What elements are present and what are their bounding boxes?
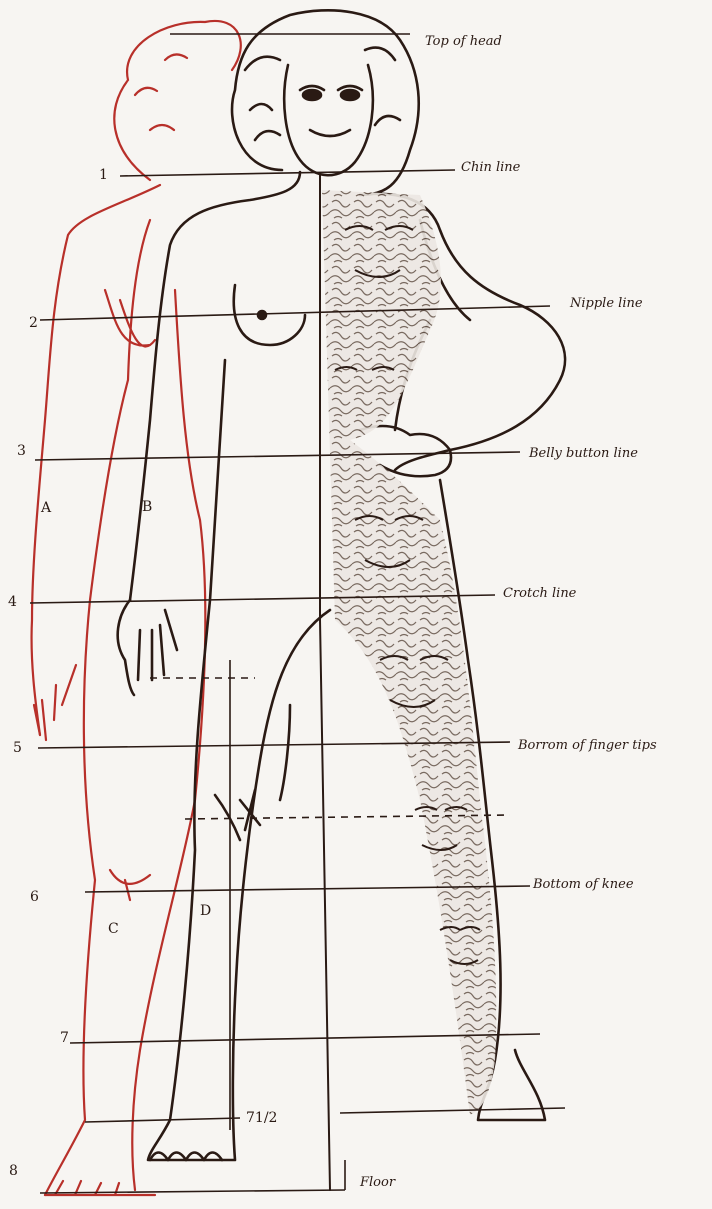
label-crotch-line: Crotch line	[503, 586, 576, 601]
unit-number-2: 2	[29, 315, 38, 331]
label-finger-tips: Borrom of finger tips	[518, 738, 657, 753]
segment-label-b: B	[142, 499, 152, 515]
guide-line-7-half	[85, 1118, 240, 1122]
face	[284, 65, 373, 175]
label-belly-button-line: Belly button line	[529, 446, 638, 461]
label-nipple-line: Nipple line	[570, 296, 643, 311]
label-floor: Floor	[360, 1175, 395, 1190]
segment-label-c: C	[108, 921, 119, 937]
unit-number-6: 6	[30, 889, 39, 905]
label-chin-line: Chin line	[461, 160, 520, 175]
unit-number-5: 5	[13, 740, 22, 756]
unit-number-7-half: 71/2	[246, 1110, 277, 1126]
segment-label-d: D	[200, 903, 211, 919]
red-body-inner	[45, 220, 150, 1195]
red-leg-right	[132, 290, 205, 1190]
guide-line-floor	[40, 1190, 345, 1193]
unit-number-7: 7	[60, 1030, 69, 1046]
unit-number-4: 4	[8, 594, 17, 610]
guide-line-7-half-right	[340, 1108, 565, 1113]
unit-number-1: 1	[99, 167, 108, 183]
label-bottom-of-knee: Bottom of knee	[533, 877, 634, 892]
unit-number-3: 3	[17, 443, 26, 459]
guide-line-chin	[120, 170, 455, 176]
guide-line-nipple	[40, 306, 550, 320]
red-hair-outline	[114, 21, 240, 180]
segment-label-a: A	[41, 500, 51, 516]
guide-line-belly	[35, 452, 520, 460]
label-top-of-head: Top of head	[425, 34, 502, 49]
unit-number-8: 8	[9, 1163, 18, 1179]
hair	[232, 10, 419, 195]
tattooed-half	[322, 190, 496, 1115]
